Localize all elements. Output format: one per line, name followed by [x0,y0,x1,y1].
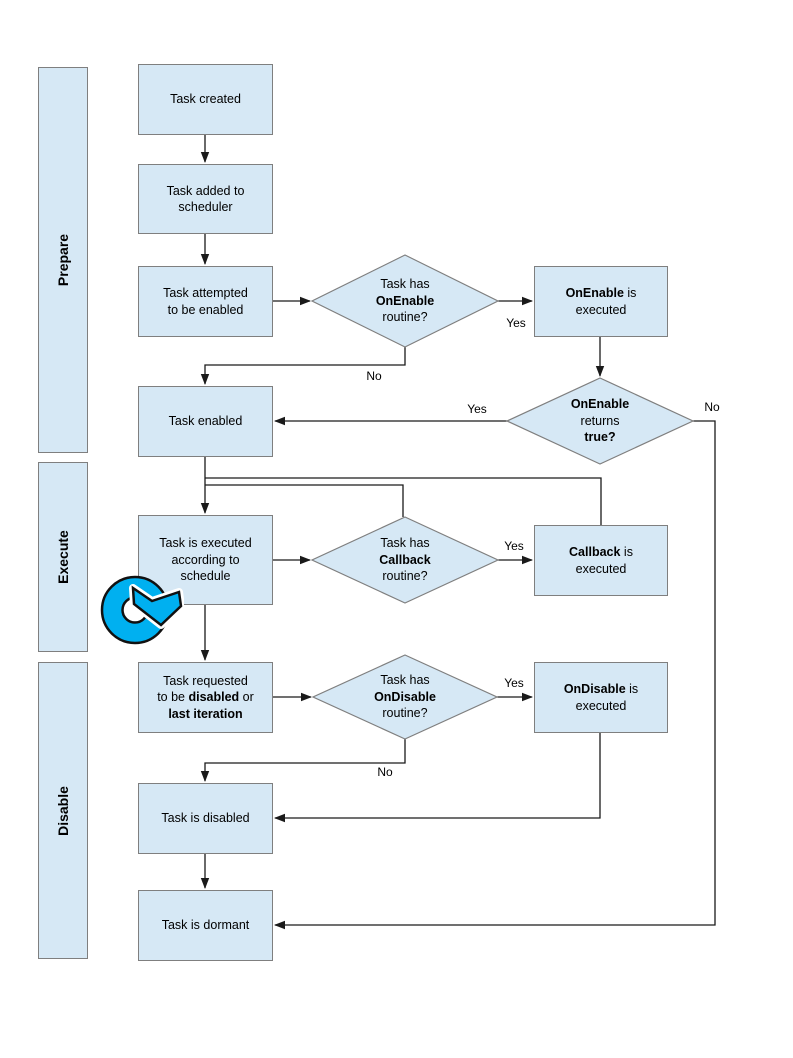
decision-onenable-returns-true [505,377,695,465]
edge-callback-diamond-loopback [205,484,404,517]
node-task-dormant: Task is dormant [138,890,273,961]
node-task-disabled: Task is disabled [138,783,273,854]
loop-icon [100,575,184,645]
edge-label-yes-callback: Yes [504,539,524,553]
band-execute-label: Execute [55,530,72,584]
edge-label-yes-true: Yes [467,402,487,416]
node-task-disabled-label: Task is disabled [161,811,250,826]
node-task-created: Task created [138,64,273,135]
band-disable: Disable [38,662,88,959]
edge-label-yes-ondisable: Yes [504,676,524,690]
node-task-created-label: Task created [170,92,241,107]
edge-true-diamond-no [274,420,716,930]
edge-label-yes-onenable: Yes [506,316,526,330]
decision-has-callback [310,516,500,604]
band-disable-label: Disable [55,785,71,836]
band-prepare: Prepare [38,67,88,453]
edge-label-no-ondisable: No [377,765,393,779]
node-task-enabled: Task enabled [138,386,273,457]
decision-has-onenable [310,254,500,348]
edge-label-no-true: No [704,400,720,414]
decision-has-ondisable [311,654,499,740]
edge-ondisable-diamond-no [200,739,406,782]
band-execute: Execute [38,462,88,652]
edge-callback-exec-loopback [205,477,602,525]
edge-label-no-onenable: No [366,369,382,383]
node-task-dormant-label: Task is dormant [161,918,250,933]
edge-ondisable-exec-to-disabled [274,732,601,823]
node-task-enabled-label: Task enabled [168,414,243,429]
band-prepare-label: Prepare [55,233,71,287]
edge-onenable-diamond-no [200,347,406,385]
